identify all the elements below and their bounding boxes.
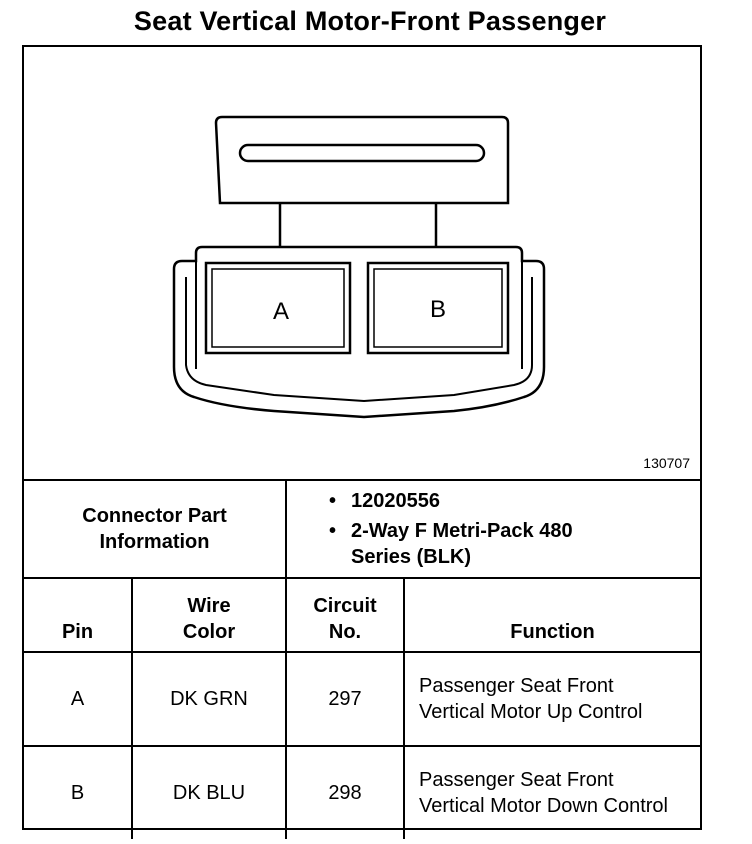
header-circuit-no: Circuit No. — [285, 577, 405, 653]
row-pin: A — [24, 651, 133, 747]
row-function: Passenger Seat Front Vertical Motor Up C… — [403, 651, 700, 747]
connector-info-row: Connector Part Information 12020556 2-Wa… — [24, 479, 700, 579]
connector-sheet: A B 130707 Connector Part Information 12… — [22, 45, 702, 839]
pin-cavity-b — [366, 261, 510, 355]
table-row: A DK GRN 297 Passenger Seat Front Vertic… — [24, 651, 700, 747]
row-circuit-no: 298 — [285, 745, 405, 839]
header-wire-color: Wire Color — [131, 577, 287, 653]
connector-info-item: 2-Way F Metri-Pack 480 Series (BLK) — [327, 518, 601, 570]
pin-cavity-a — [204, 261, 352, 355]
pin-label-a: A — [273, 298, 289, 325]
connector-table: Connector Part Information 12020556 2-Wa… — [24, 479, 700, 839]
pin-cavity-a-inner — [211, 268, 345, 348]
connector-drawing: A B 130707 — [24, 47, 700, 479]
row-circuit-no: 297 — [285, 651, 405, 747]
header-pin: Pin — [24, 577, 133, 653]
housing-inner-rim — [185, 277, 533, 403]
table-row: B DK BLU 298 Passenger Seat Front Vertic… — [24, 745, 700, 839]
pin-label-b: B — [430, 296, 446, 323]
connector-housing — [172, 245, 546, 419]
latch-slot — [238, 143, 486, 163]
diagram-title: Seat Vertical Motor-Front Passenger — [133, 6, 607, 36]
row-function: Passenger Seat Front Vertical Motor Down… — [403, 745, 700, 839]
connector-info-list: 12020556 2-Way F Metri-Pack 480 Series (… — [285, 479, 700, 579]
row-wire-color: DK GRN — [131, 651, 287, 747]
header-function: Function — [403, 577, 700, 653]
pin-cavity-b-inner — [373, 268, 503, 348]
connector-latch — [214, 115, 510, 205]
connector-info-item: 12020556 — [327, 488, 700, 514]
figure-id: 130707 — [643, 455, 690, 471]
row-pin: B — [24, 745, 133, 839]
connector-info-label: Connector Part Information — [24, 479, 287, 579]
table-header-row: Pin Wire Color Circuit No. Function — [24, 577, 700, 653]
connector-svg: A B — [172, 115, 546, 419]
row-wire-color: DK BLU — [131, 745, 287, 839]
